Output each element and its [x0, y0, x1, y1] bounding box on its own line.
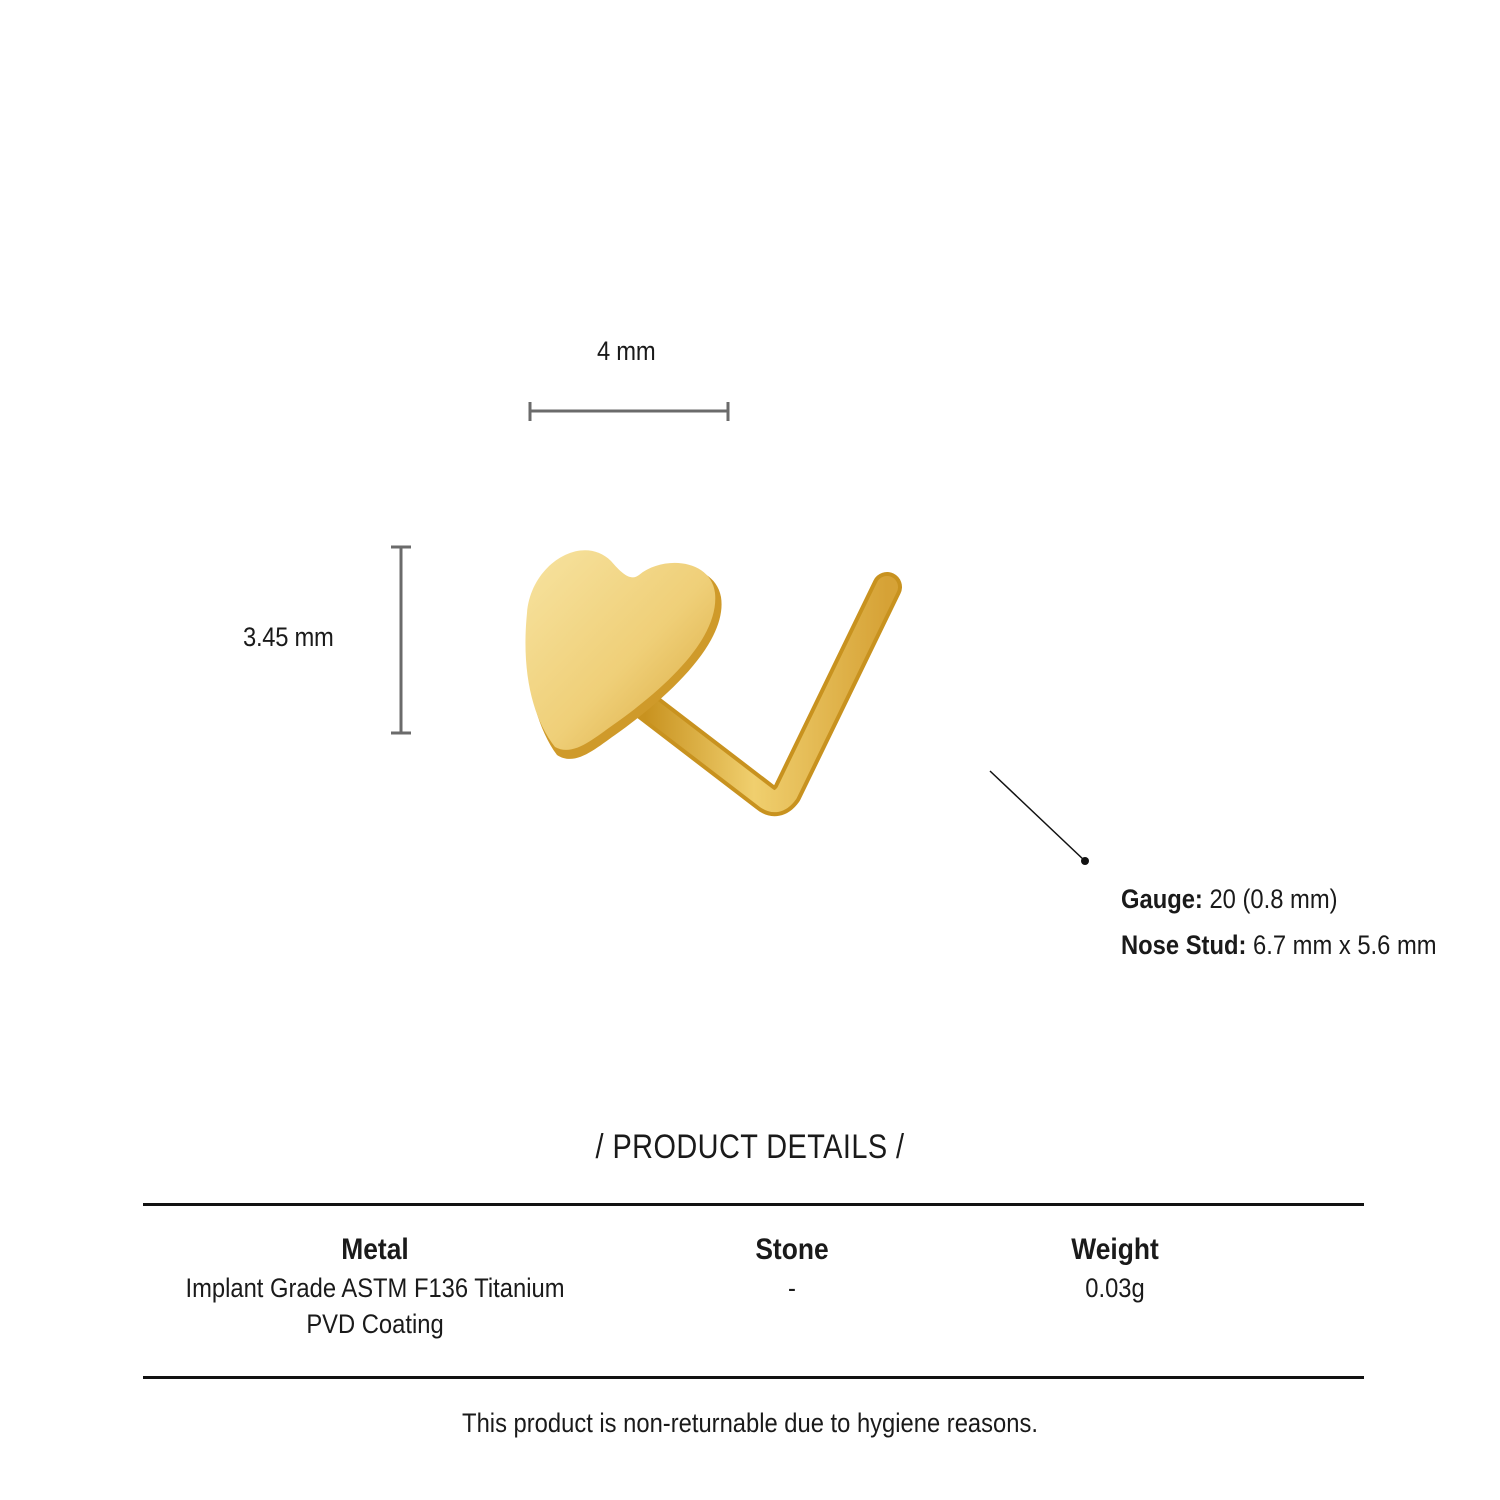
gauge-value: 20 (0.8 mm): [1209, 884, 1338, 914]
width-dimension-bar: [528, 402, 730, 421]
non-returnable-note: This product is non-returnable due to hy…: [462, 1408, 1038, 1438]
product-image-heart-nose-stud: [525, 550, 902, 817]
top-divider: [143, 1203, 1364, 1206]
metal-header: Metal: [341, 1233, 409, 1266]
weight-value: 0.03g: [1085, 1273, 1145, 1303]
height-dimension-label: 3.45 mm: [243, 622, 334, 652]
weight-column: Weight 0.03g: [983, 1230, 1247, 1306]
weight-header: Weight: [1071, 1233, 1159, 1266]
stone-value: -: [788, 1273, 796, 1303]
nose-stud-spec: Nose Stud: 6.7 mm x 5.6 mm: [1121, 930, 1437, 961]
stone-column: Stone -: [660, 1230, 924, 1306]
height-dimension-bar: [391, 545, 411, 735]
bottom-divider: [143, 1376, 1364, 1379]
width-dimension-label: 4 mm: [597, 336, 656, 366]
spec-pointer-line: [989, 770, 1089, 865]
nose-stud-value: 6.7 mm x 5.6 mm: [1253, 930, 1437, 960]
gauge-spec: Gauge: 20 (0.8 mm): [1121, 884, 1338, 915]
metal-column: Metal Implant Grade ASTM F136 Titanium P…: [173, 1230, 578, 1342]
gauge-label: Gauge:: [1121, 884, 1203, 914]
nose-stud-label: Nose Stud:: [1121, 930, 1247, 960]
metal-value-line-2: PVD Coating: [306, 1309, 444, 1339]
metal-value-line-1: Implant Grade ASTM F136 Titanium: [185, 1273, 565, 1303]
product-details-title: / PRODUCT DETAILS /: [595, 1128, 905, 1166]
stone-header: Stone: [755, 1233, 829, 1266]
